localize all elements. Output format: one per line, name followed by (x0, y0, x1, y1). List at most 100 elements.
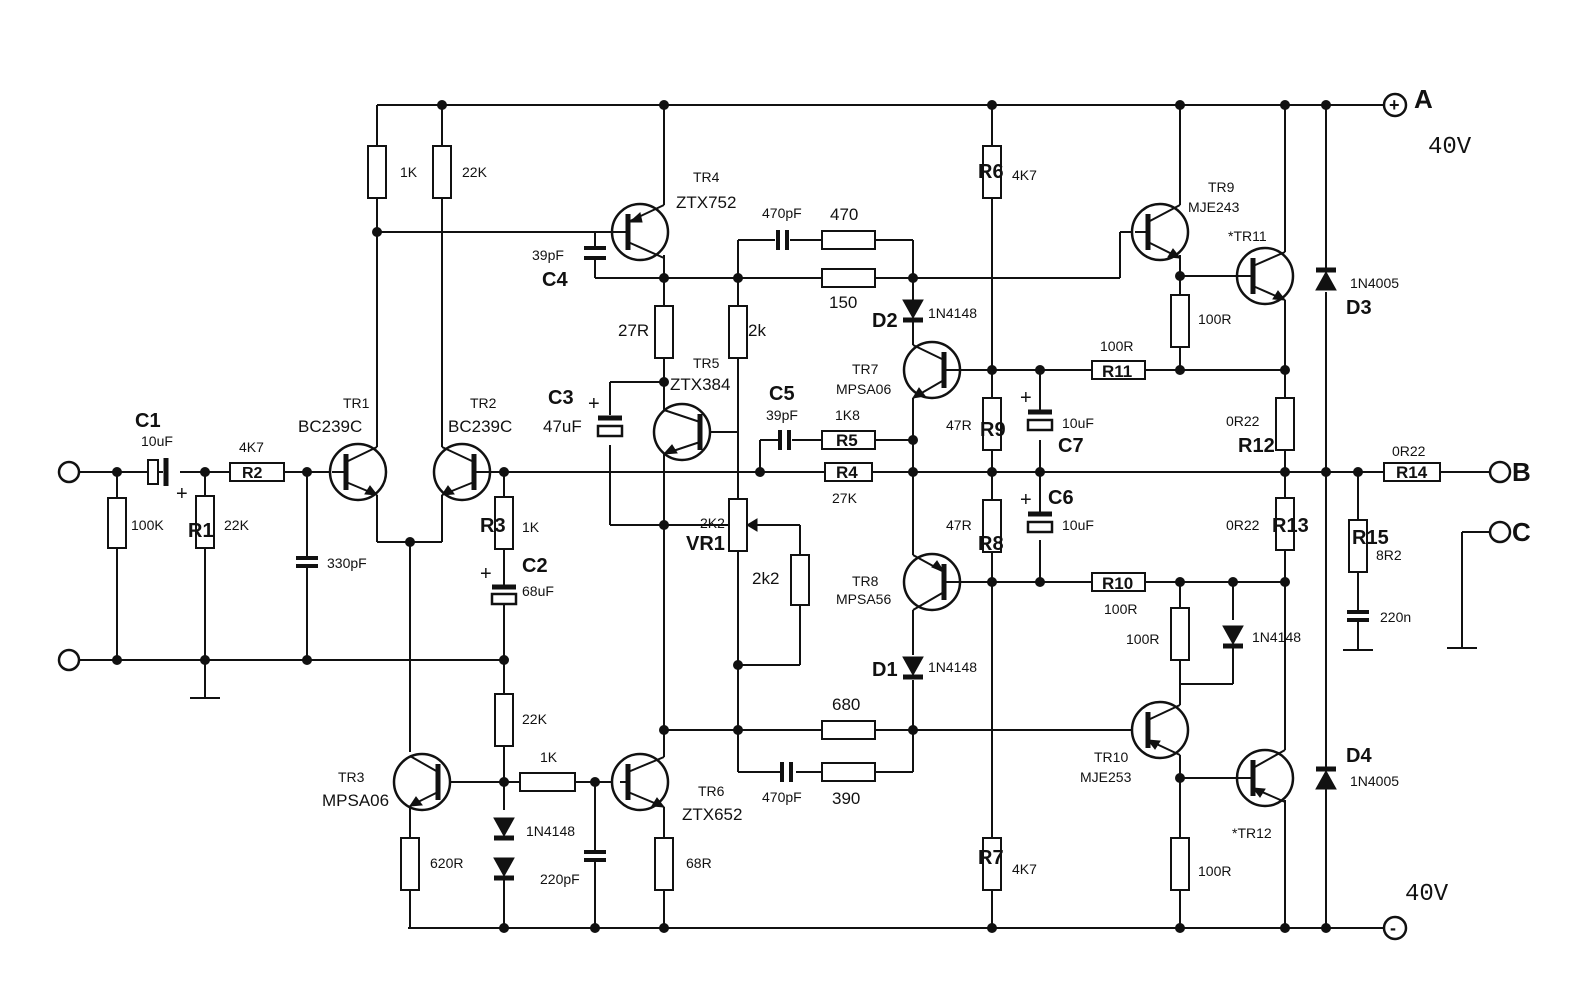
r13-ref: R13 (1272, 515, 1309, 537)
transistor-tr10 (1130, 700, 1190, 760)
transistor-tr8 (902, 552, 962, 612)
d1-value: 1N4148 (928, 659, 977, 675)
tr1-type: BC239C (298, 417, 362, 436)
tr2-ref: TR2 (470, 395, 497, 411)
c3-plus: + (588, 393, 600, 415)
junctions (112, 100, 1363, 933)
transistor-tr12 (1235, 748, 1295, 808)
c5-ref: C5 (769, 383, 795, 405)
resistor-r11 (1091, 360, 1146, 380)
r12-value: 0R22 (1226, 413, 1260, 429)
tr1-ref: TR1 (343, 395, 370, 411)
tr10-type: MJE253 (1080, 769, 1132, 785)
r9-ref: R9 (980, 419, 1006, 441)
resistor-r3 (494, 496, 514, 550)
r-22k-value: 22K (462, 164, 488, 180)
c2-plus: + (480, 563, 492, 585)
capacitor-c7 (1026, 409, 1054, 432)
terminal-b-ring[interactable] (1488, 460, 1512, 484)
r8-ref: R8 (978, 533, 1004, 555)
bias-22k-value: 22K (522, 711, 548, 727)
tr3-ref: TR3 (338, 769, 365, 785)
r-100r-bot-value: 100R (1198, 863, 1231, 879)
resistor-r7 (982, 837, 1002, 891)
resistor-1k-tr1 (367, 145, 387, 199)
terminal-c-label: C (1512, 517, 1531, 547)
r4-ref: R4 (836, 463, 858, 482)
c3-ref: C3 (548, 387, 574, 409)
r6-value: 4K7 (1012, 167, 1037, 183)
r15-value: 8R2 (1376, 547, 1402, 563)
c4-ref: C4 (542, 269, 568, 291)
terminal-a-ring[interactable] (1382, 92, 1408, 118)
c1-ref: C1 (135, 410, 161, 432)
terminals: + A 40V - 40V B C (57, 84, 1531, 941)
r-470-value: 470 (830, 205, 858, 224)
resistor-100r-bot (1170, 837, 1190, 891)
capacitor-c1 (147, 458, 169, 486)
r11-ref: R11 (1102, 362, 1132, 381)
tr3-type: MPSA06 (322, 791, 389, 810)
transistor-tr6 (610, 752, 670, 812)
d2-ref: D2 (872, 310, 898, 332)
differential-pair: 1K 22K TR1 BC239C TR2 BC239C R3 1K (298, 145, 554, 606)
d3-ref: D3 (1346, 297, 1372, 319)
resistor-r12 (1275, 397, 1295, 451)
tr6-type: ZTX652 (682, 805, 742, 824)
diode-output-1n4148 (1222, 625, 1244, 649)
terminal-a-label: A (1414, 84, 1433, 114)
d4-value: 1N4005 (1350, 773, 1399, 789)
c4-value: 39pF (532, 247, 564, 263)
resistor-r15 (1348, 519, 1368, 573)
r-390-value: 390 (832, 789, 860, 808)
diode-d4 (1315, 766, 1337, 790)
d3-value: 1N4005 (1350, 275, 1399, 291)
c-470pf-top-value: 470pF (762, 205, 802, 221)
tr7-ref: TR7 (852, 361, 879, 377)
transistor-tr5 (652, 402, 712, 462)
tr10-ref: TR10 (1094, 749, 1128, 765)
resistor-r1 (195, 495, 215, 549)
d1-ref: D1 (872, 659, 898, 681)
vr1-value: 2K2 (700, 515, 725, 531)
r-27r-value: 27R (618, 321, 649, 340)
r-68r-value: 68R (686, 855, 712, 871)
resistor-r2 (229, 462, 285, 482)
transistor-tr11 (1235, 246, 1295, 306)
r-150-value: 150 (829, 293, 857, 312)
transistor-tr7 (902, 340, 962, 400)
tr9-type: MJE243 (1188, 199, 1240, 215)
potentiometer-vr1[interactable] (728, 498, 758, 552)
input-terminal-ground[interactable] (57, 648, 81, 672)
transistor-tr2 (432, 442, 492, 502)
tr5-type: ZTX384 (670, 375, 730, 394)
c-220n-value: 220n (1380, 609, 1411, 625)
r-1k-value: 1K (400, 164, 418, 180)
terminal-neg-minus: - (1390, 918, 1396, 938)
resistor-100r-mid (1170, 607, 1190, 661)
c2-ref: C2 (522, 555, 548, 577)
r1-ref: R1 (188, 520, 214, 542)
positive-supply-label: 40V (1428, 134, 1472, 161)
r10-ref: R10 (1102, 574, 1133, 593)
r2-value: 4K7 (239, 439, 264, 455)
resistor-r10 (1091, 572, 1146, 592)
voltage-amplifier-stage: TR4 ZTX752 39pF C4 27R 2k TR5 ZTX384 + C… (532, 169, 810, 891)
r8-value: 47R (946, 517, 972, 533)
transistor-tr9 (1130, 202, 1190, 262)
r-2k2-value: 2k2 (752, 569, 779, 588)
capacitor-c6 (1026, 511, 1054, 534)
bias-1k-value: 1K (540, 749, 558, 765)
current-source: 22K TR3 MPSA06 1K 1N4148 220pF 620R (322, 693, 606, 891)
r12-ref: R12 (1238, 435, 1275, 457)
tr11-ref: *TR11 (1228, 228, 1267, 244)
tr8-type: MPSA56 (836, 591, 891, 607)
input-terminal-signal[interactable] (57, 460, 81, 484)
diode-d2 (902, 299, 924, 323)
terminal-c-ring[interactable] (1488, 520, 1512, 544)
driver-stage: D2 1N4148 TR7 MPSA06 TR8 MPSA56 D1 1N414… (836, 145, 1094, 891)
capacitor-c2 (490, 584, 518, 606)
terminal-neg-ring[interactable] (1382, 915, 1408, 941)
r3-value: 1K (522, 519, 540, 535)
resistor-r5 (821, 430, 876, 450)
